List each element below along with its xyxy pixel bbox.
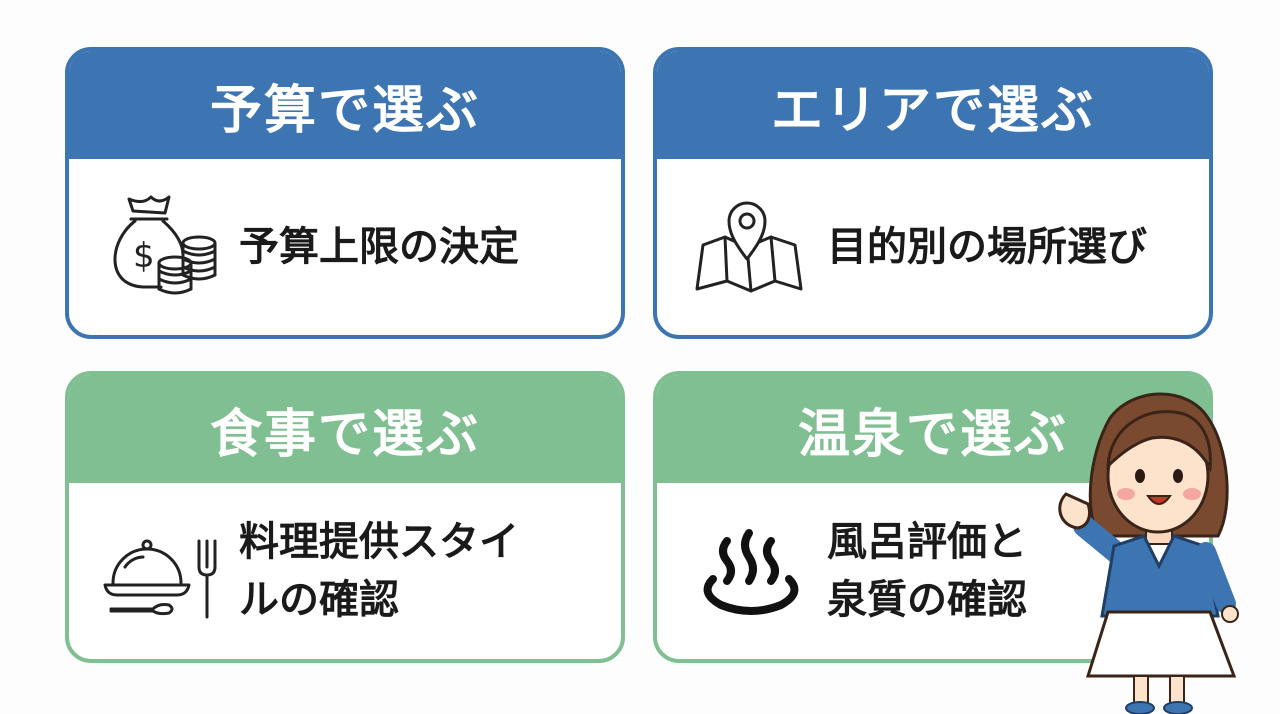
card-description-line-2: 泉質の確認 <box>827 577 1027 623</box>
cloche-fork-spoon-icon <box>103 539 217 619</box>
budget-card: 予算で選ぶ $ 予算上限の決定 <box>65 47 625 339</box>
card-description: 目的別の場所選び <box>827 224 1147 270</box>
card-title: 予算で選ぶ <box>69 51 621 159</box>
card-title: 食事で選ぶ <box>69 375 621 483</box>
card-description-line-1: 風呂評価と <box>827 519 1027 565</box>
card-description-line-2: ルの確認 <box>239 577 399 623</box>
card-title: エリアで選ぶ <box>657 51 1209 159</box>
card-description-line-1: 料理提供スタイ <box>239 519 519 565</box>
card-description: 予算上限の決定 <box>239 224 519 270</box>
meal-card: 食事で選ぶ 料理提供スタイ ルの確認 <box>65 371 625 663</box>
map-pin-icon <box>695 201 803 293</box>
svg-text:$: $ <box>133 236 155 276</box>
area-card: エリアで選ぶ 目的別の場所選び <box>653 47 1213 339</box>
woman-waving-illustration <box>1058 392 1239 714</box>
hot-spring-icon <box>703 529 799 615</box>
money-bag-coins-icon: $ <box>113 195 217 295</box>
